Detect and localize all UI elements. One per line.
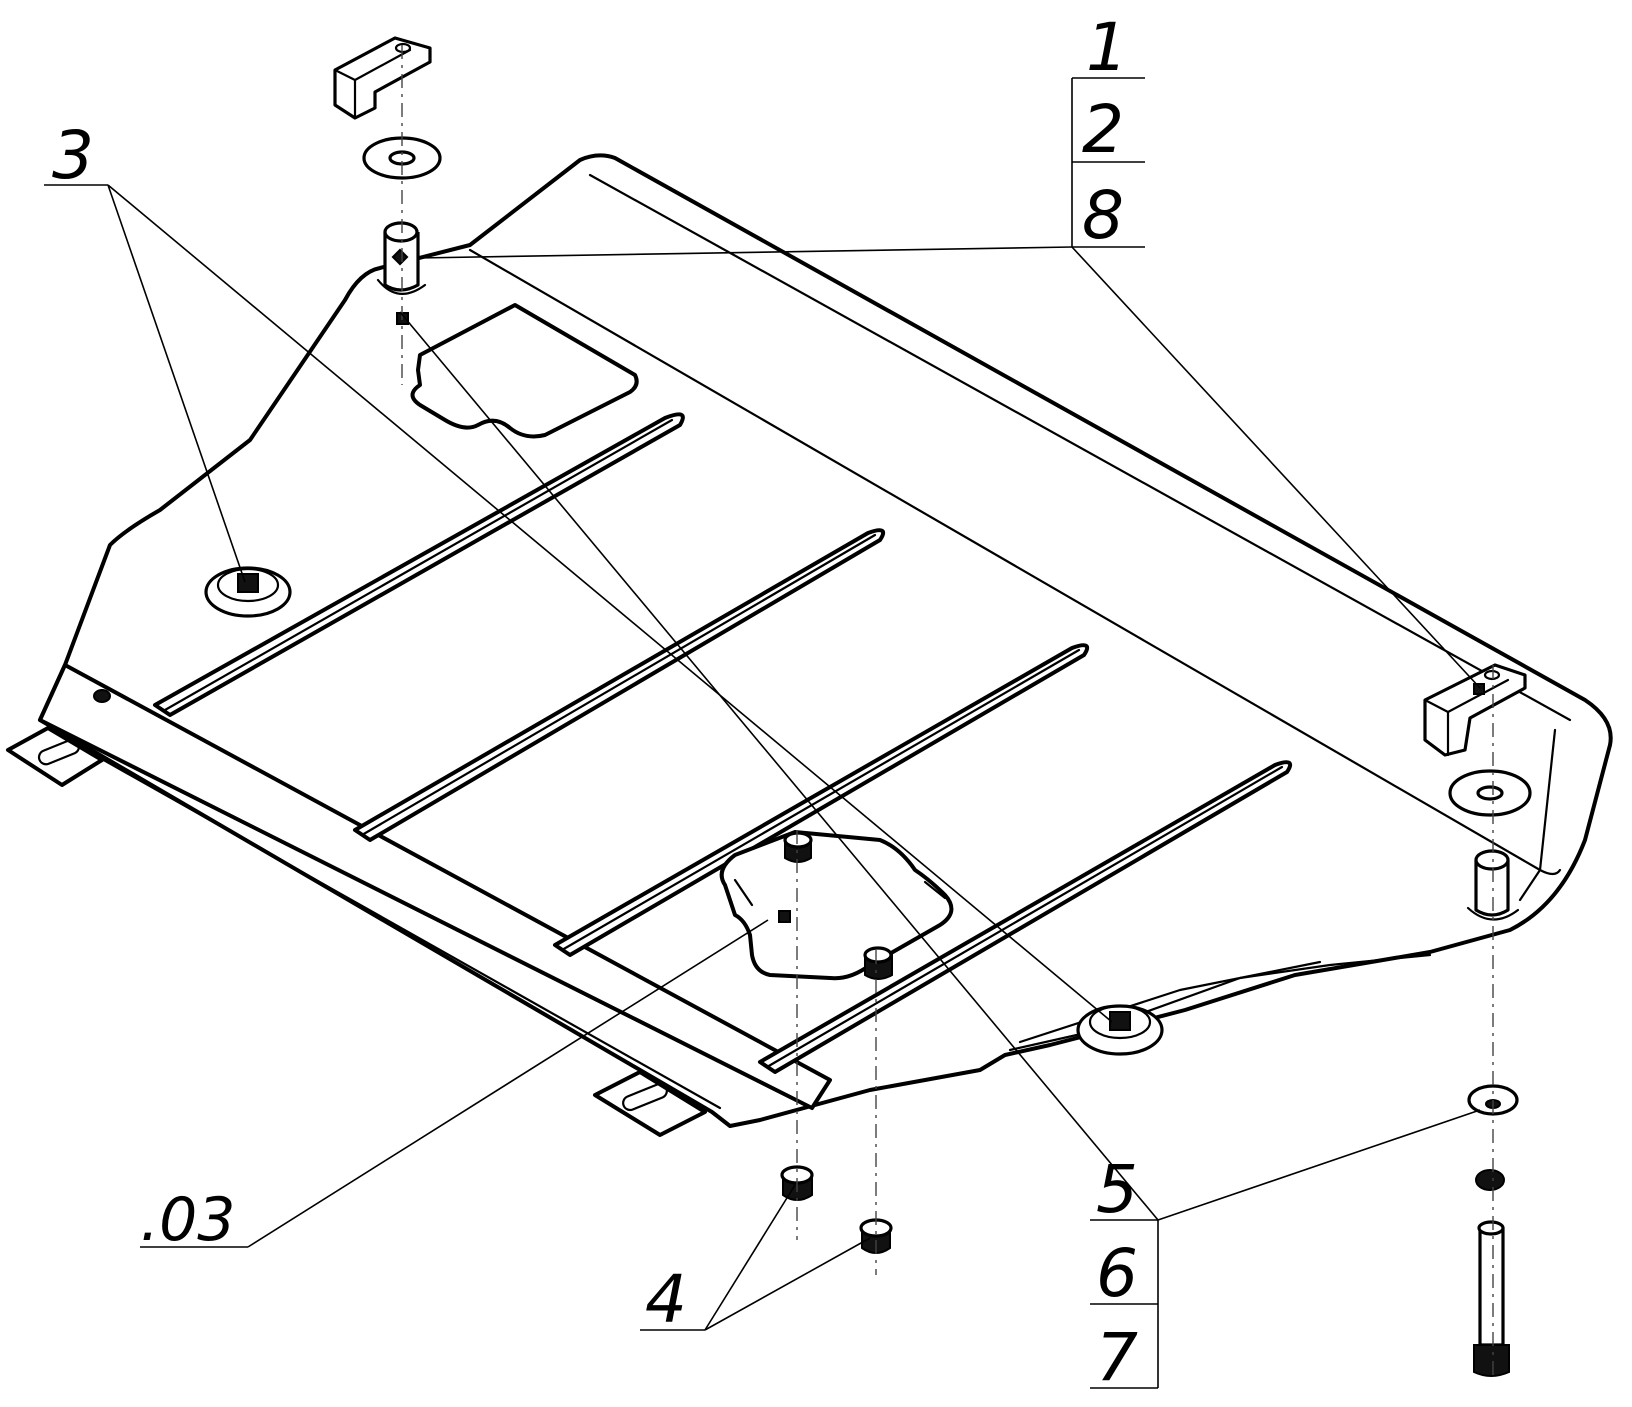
- callout-4: 4: [645, 1261, 687, 1338]
- bracket-right: [1423, 663, 1527, 757]
- plate-hole: [93, 689, 111, 703]
- leader-lines: [44, 77, 1481, 1389]
- spacer-top-left: [376, 221, 427, 295]
- rear-bend-line: [588, 173, 1572, 722]
- callout-5: 5: [1096, 1151, 1138, 1228]
- bracket-top-left: [333, 36, 432, 120]
- bolt-long: [1473, 1220, 1510, 1377]
- callout-6: 6: [1096, 1235, 1138, 1312]
- nut-plate-2: [863, 946, 893, 980]
- callout-labels: 1 2 8 3 .03 4 5 6 7: [52, 9, 1138, 1396]
- mount-tab-front: [593, 1070, 707, 1137]
- cage-nut-left: [204, 566, 292, 618]
- service-cutout-rear: [410, 303, 639, 439]
- right-flange: [1518, 728, 1557, 902]
- callout-1: 1: [1086, 9, 1128, 86]
- lower-right-sweep-2: [1018, 960, 1322, 1044]
- callout-3: 3: [52, 117, 94, 194]
- mount-tab-left: [6, 726, 104, 787]
- washer-top-left: [362, 136, 442, 180]
- skid-plate: [6, 153, 1613, 1137]
- service-cutout-front: [719, 830, 954, 981]
- cage-nut-front: [1076, 1004, 1164, 1056]
- spring-washer: [1475, 1169, 1505, 1191]
- assembly-axes: [401, 45, 1494, 1380]
- square-nut-cutout: [778, 910, 791, 923]
- callout-8: 8: [1082, 177, 1124, 254]
- callout-03: .03: [140, 1185, 235, 1255]
- stiffening-ribs: [153, 412, 1292, 1074]
- callout-7: 7: [1096, 1319, 1138, 1396]
- nut-plate-1: [783, 831, 813, 863]
- washer-right: [1448, 769, 1532, 817]
- callout-2: 2: [1082, 91, 1124, 168]
